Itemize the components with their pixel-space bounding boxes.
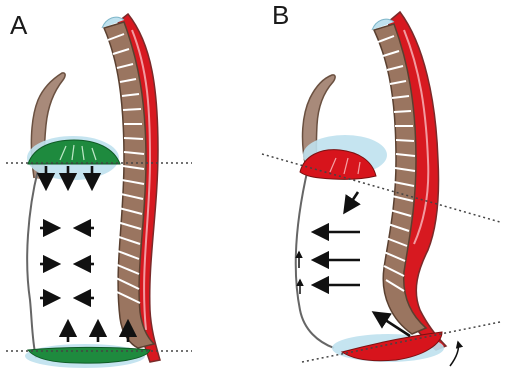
pressure-arrows-a xyxy=(40,166,128,342)
panel-b: B xyxy=(262,0,500,366)
arrow-diag-down-b xyxy=(346,192,358,210)
panel-a: A xyxy=(6,10,192,368)
panel-b-label: B xyxy=(272,0,289,30)
curved-arrow-b xyxy=(450,342,459,366)
abdominal-wall-a xyxy=(27,170,38,358)
panel-a-label: A xyxy=(10,10,28,40)
abdominal-wall-b xyxy=(296,168,334,348)
